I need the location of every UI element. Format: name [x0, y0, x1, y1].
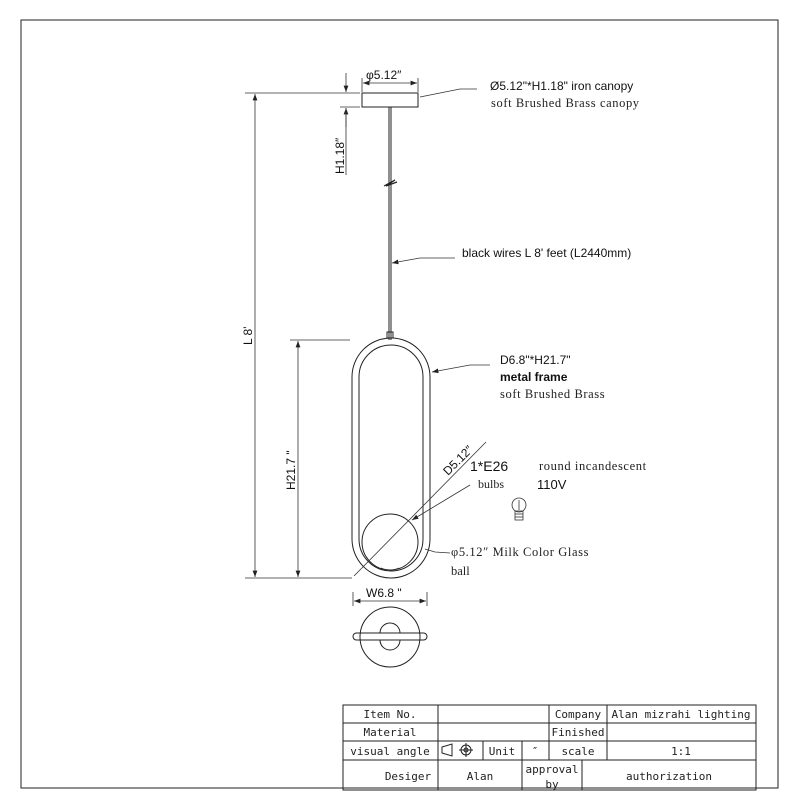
- bulb-leader: [411, 484, 471, 521]
- projection-symbol-icon: [441, 743, 473, 757]
- glass-leader: [424, 548, 451, 554]
- metal-frame-inner: [358, 344, 424, 572]
- unit-label: Unit: [489, 745, 516, 758]
- wire: [383, 107, 398, 340]
- wire-spec: black wires L 8' feet (L2440mm): [462, 246, 631, 260]
- scale-value: 1:1: [671, 745, 691, 758]
- designer-label: Desiger: [385, 770, 432, 783]
- canopy-height-label: H1.18″: [333, 137, 347, 174]
- item-no-label: Item No.: [364, 708, 417, 721]
- scale-label: scale: [561, 745, 594, 758]
- frame-finish: soft Brushed Brass: [500, 387, 605, 401]
- sheet-border: [20, 19, 779, 789]
- frame-connector: [386, 331, 394, 339]
- break-mark-icon: [383, 179, 398, 187]
- bulb-word: bulbs: [478, 477, 504, 491]
- frame-height-dimension: H21.7 ": [284, 339, 350, 577]
- width-label: W6.8 ": [366, 586, 402, 600]
- company-label: Company: [555, 708, 602, 721]
- visual-angle-label: visual angle: [350, 745, 429, 758]
- glass-spec: φ5.12″ Milk Color Glass: [451, 545, 589, 559]
- canopy: [361, 92, 419, 108]
- canopy-height-dimension: H1.18″: [333, 73, 360, 175]
- designer-value: Alan: [467, 770, 494, 783]
- frame-height-label: H21.7 ": [284, 450, 298, 490]
- canopy-spec: Ø5.12"*H1.18" iron canopy: [490, 79, 633, 93]
- canopy-diameter-label: φ5.12″: [366, 68, 402, 82]
- frame-leader: [431, 364, 490, 374]
- approval-label-by: by: [545, 778, 559, 791]
- total-length-dimension: L 8': [241, 92, 352, 579]
- authorization-label: authorization: [626, 770, 712, 783]
- bulb-type: round incandescent: [539, 459, 647, 473]
- company-value: Alan mizrahi lighting: [611, 708, 750, 721]
- width-dimension: W6.8 ": [352, 586, 428, 606]
- glass-ball: [361, 513, 419, 571]
- wire-leader: [391, 257, 455, 265]
- bulb-quantity: 1*E26: [470, 458, 508, 474]
- bottom-view: [352, 606, 428, 668]
- bulb-icon: [511, 497, 527, 521]
- bulb-voltage: 110V: [537, 477, 567, 492]
- canopy-finish: soft Brushed Brass canopy: [491, 96, 640, 110]
- frame-material: metal frame: [500, 370, 568, 384]
- title-block: [342, 704, 757, 791]
- approval-label: approval: [526, 763, 579, 776]
- material-label: Material: [364, 726, 417, 739]
- canopy-leader: [419, 88, 477, 98]
- ball-base: [380, 567, 400, 571]
- glass-spec-line2: ball: [451, 564, 470, 578]
- canopy-diameter-dimension: φ5.12″: [361, 68, 419, 92]
- frame-spec: D6.8"*H21.7": [500, 353, 571, 367]
- unit-value: ″: [532, 745, 539, 758]
- total-length-label: L 8': [241, 326, 255, 345]
- finished-label: Finished: [552, 726, 605, 739]
